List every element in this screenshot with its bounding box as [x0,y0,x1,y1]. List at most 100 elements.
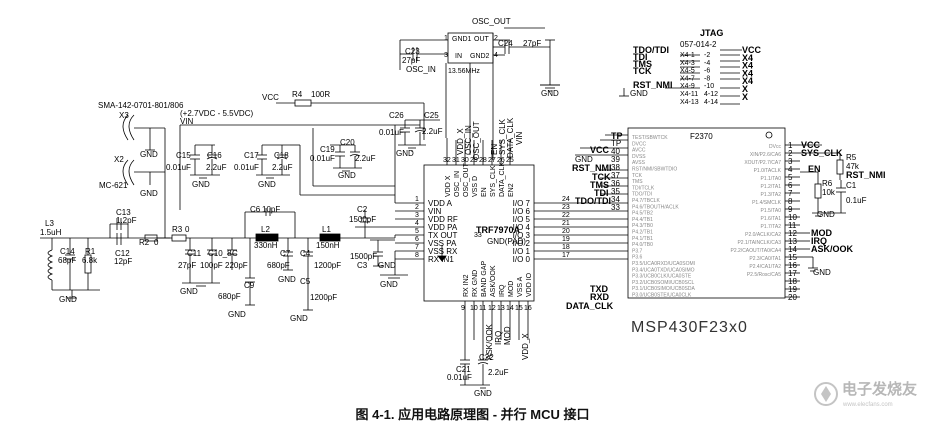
mcu-right-num-19: 20 [788,293,797,302]
jtag-mate-3: -8 [704,75,710,82]
jtag-mate-2: -6 [704,68,710,75]
mcu-right-num-4: 5 [788,173,793,182]
c11-label: C11 [187,249,202,258]
rst-nmi-right-label: RST_NMI [846,170,886,180]
gnd-c19: GND [338,171,356,180]
jtag-mate-6: 4-14 [704,99,718,106]
trf-right-num-1: 23 [562,204,570,211]
mcu-right-pin-9: P1.6/TA1 [761,216,782,222]
l2-value: 330nH [254,241,278,250]
trf-left-pin-4: TX OUT [428,231,457,240]
jtag-signal-3: TCK [633,66,652,76]
trf-top-pin-6: DATA_CLK [499,162,506,197]
c3-value: 1500pF [350,252,377,261]
mcu-right-num-11: 12 [788,229,797,238]
mcu-left-pin-17: P4.0/TB0 [632,242,653,248]
x3-label: X3 [119,111,129,120]
trf-left-num-0: 1 [415,196,419,203]
mcu-left-pin-18: P3.7 [632,248,643,254]
mcu-left-pin-14: P4.3/TB0 [632,223,653,229]
rxd-label: RXD [590,292,610,302]
mcu-left-pin-25: P3.0/UCB0STE/UCA0CLK [632,293,692,299]
jtag-mate-1: -4 [704,60,710,67]
trf-bottom-num-2: 11 [479,305,486,312]
trf-left-pin-5: VSS PA [428,239,457,248]
trf7970a-chip [423,164,535,302]
mcu-right-num-13: 14 [788,245,797,254]
trf-left-num-4: 5 [415,228,419,235]
mcu-right-num-0: 1 [788,141,793,150]
irq-label: IRQ [811,236,827,246]
jtag-right-5: X [742,84,748,94]
jtag-pin-4: X4-9 [680,83,695,90]
gnd-trf-left: GND [380,280,398,289]
r4-resistor [294,99,312,107]
mcu-right-num-12: 13 [788,237,797,246]
gnd-c17: GND [258,180,276,189]
trf-bottom-pin-3: ASK/OOK [490,265,497,297]
c10-value: 100pF [200,261,223,270]
l1-inductor [319,233,341,242]
ask-ook-label: ASK/OOK [811,244,854,254]
trf-left-pin-6: VSS RX [428,247,458,256]
trf-left-num-3: 4 [415,220,419,227]
mcu-left-pin-24: P3.1/UCB0SIMO/UCB0SDA [632,286,695,292]
gnd-c21: GND [474,389,492,398]
trf-right-num-6: 18 [562,244,570,251]
mcu-right-num-5: 6 [788,181,793,190]
mcu-right-num-18: 19 [788,285,797,294]
sys-clk-top-label: SYS_CLK [498,118,507,155]
trf-bottom-pin-5: MOD [508,281,515,297]
gnd-x2: GND [140,189,158,198]
trf-bottom-pin-0: RX IN2 [463,274,470,297]
trf-left-pin-0: VDD A [428,199,453,208]
c5-value: 1200pF [310,293,337,302]
trf-top-pin-4: EN [481,187,488,197]
mcu-right-num-16: 17 [788,269,797,278]
gnd-osc: GND [541,89,559,98]
xtal-freq-label: 13.56MHz [448,68,480,75]
mcu-left-pin-9: TDO/TDI [632,192,652,198]
c11-value: 27pF [178,261,196,270]
jtag-signal-1: TDI [633,52,648,62]
trf-top-num-6: 26 [497,157,505,164]
mcu-left-pin-0: TEST/SBWTCK [632,135,668,141]
xtal-pin4: GND2 [470,53,490,60]
vdd-x-top-label: VDD_X [456,128,465,155]
mcu-right-num-8: 9 [788,205,793,214]
trf-top-num-3: 29 [470,157,478,164]
mcu-right-num-10: 11 [788,221,797,230]
trf-top-num-2: 30 [461,157,469,164]
trf-bottom-num-0: 9 [461,305,465,312]
trf-top-num-0: 32 [443,157,451,164]
vdd-x-vertical: VDD_X [521,333,530,360]
trf-top-num-5: 27 [488,157,496,164]
c24-label: C24 [498,39,513,48]
c2-label: C2 [357,205,368,214]
xtal-pin3: IN [455,53,462,60]
trf-top-pin-3: VSS D [472,176,479,197]
gnd-mcu-label: GND [575,155,593,164]
trf-right-pin-3: I/O 4 [513,223,531,232]
mcu-left-pin-13: P4.4/TB1 [632,217,653,223]
mcu-left-num-5: 36 [611,179,620,188]
mcu-right-pin-14: P2.3/CA0/TA1 [749,256,781,262]
mcu-right-num-6: 7 [788,189,793,198]
c21-value: 0.01uF [447,373,472,382]
jtag-right-6: X [742,92,748,102]
trf-left-pin-3: VDD PA [428,223,458,232]
trf-right-num-7: 17 [562,252,570,259]
gnd-c3: GND [378,261,396,270]
jtag-signal-0: TDO/TDI [633,45,669,55]
irq-vertical: IRQ [494,331,503,345]
trf-name: TRF7970A [476,225,521,235]
mcu-left-pin-19: P3.6 [632,255,643,261]
tck-label: TCK [592,172,611,182]
l2-label: L2 [261,225,270,234]
mcu-left-pin-1: DVCC [632,141,647,147]
mcu-right-pin-10: P1.7/TA2 [761,224,782,230]
mcu-right-pin-6: P1.3/TA2 [761,192,782,198]
mcu-right-pin-8: P1.5/TA0 [761,208,782,214]
osc-out-top-label: OSC_OUT [472,121,481,160]
xtal-num4: 4 [494,52,498,59]
